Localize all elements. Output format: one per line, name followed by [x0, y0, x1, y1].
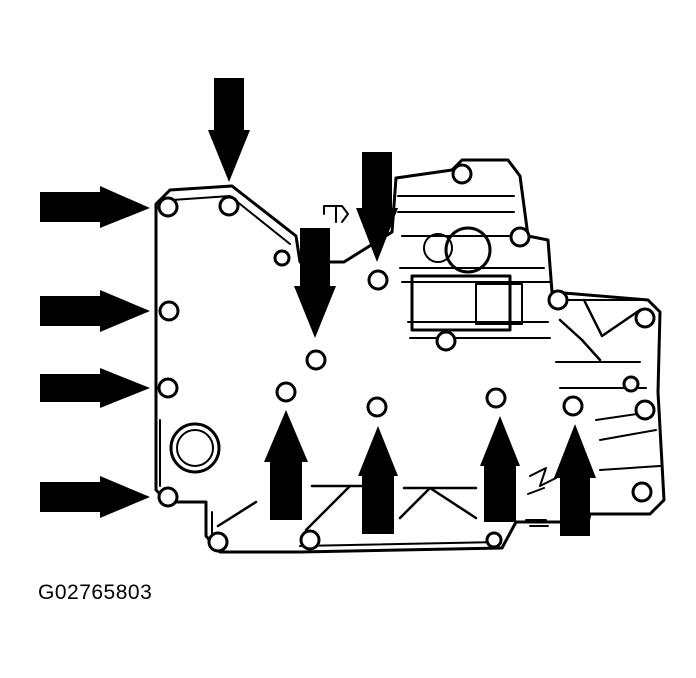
- arrow-up-icon: [358, 426, 398, 534]
- up-arrows: [264, 410, 596, 536]
- bolt: [634, 307, 656, 329]
- bolt: [157, 377, 179, 399]
- round-plug-small: [423, 233, 453, 263]
- bottom-ribs: [216, 298, 642, 532]
- arrow-up-icon: [480, 416, 520, 522]
- bolt: [218, 195, 240, 217]
- bolt: [435, 330, 457, 352]
- round-port: [169, 422, 221, 474]
- arrow-up-icon: [264, 410, 308, 520]
- bolt: [367, 269, 389, 291]
- bolt: [299, 529, 321, 551]
- bolt: [366, 396, 388, 418]
- bolt: [634, 399, 656, 421]
- arrow-right-icon: [40, 476, 150, 518]
- bolt: [275, 381, 297, 403]
- bolt: [547, 289, 569, 311]
- solenoid-cap: [475, 283, 523, 325]
- bolt: [273, 249, 291, 267]
- bolt: [207, 531, 229, 553]
- bolt: [157, 486, 179, 508]
- down-arrows: [208, 78, 398, 338]
- bolt: [509, 226, 531, 248]
- arrow-up-icon: [554, 424, 596, 536]
- bolt: [157, 196, 179, 218]
- solenoid-block: [410, 274, 512, 332]
- right-arrows: [40, 186, 150, 518]
- right-ledge: [397, 195, 661, 471]
- arrow-right-icon: [40, 186, 150, 228]
- small-bracket: [323, 205, 349, 223]
- bolt: [622, 375, 640, 393]
- arrow-right-icon: [40, 368, 150, 408]
- arrow-down-icon: [356, 152, 398, 262]
- arrow-right-icon: [40, 290, 150, 332]
- plate-outline: [154, 158, 666, 554]
- bolt-group: [157, 163, 656, 553]
- bolt: [305, 349, 327, 371]
- bolt: [562, 395, 584, 417]
- bolt: [158, 300, 180, 322]
- round-port-inner: [176, 429, 214, 467]
- figure-code-label: G02765803: [38, 581, 153, 604]
- round-plug: [444, 226, 492, 274]
- arrow-down-icon: [294, 228, 336, 338]
- arrow-down-icon: [208, 78, 250, 182]
- bolt: [631, 481, 653, 503]
- bolt: [485, 531, 503, 549]
- bolt: [485, 387, 507, 409]
- detail-marks: [525, 467, 557, 527]
- bolt: [451, 163, 473, 185]
